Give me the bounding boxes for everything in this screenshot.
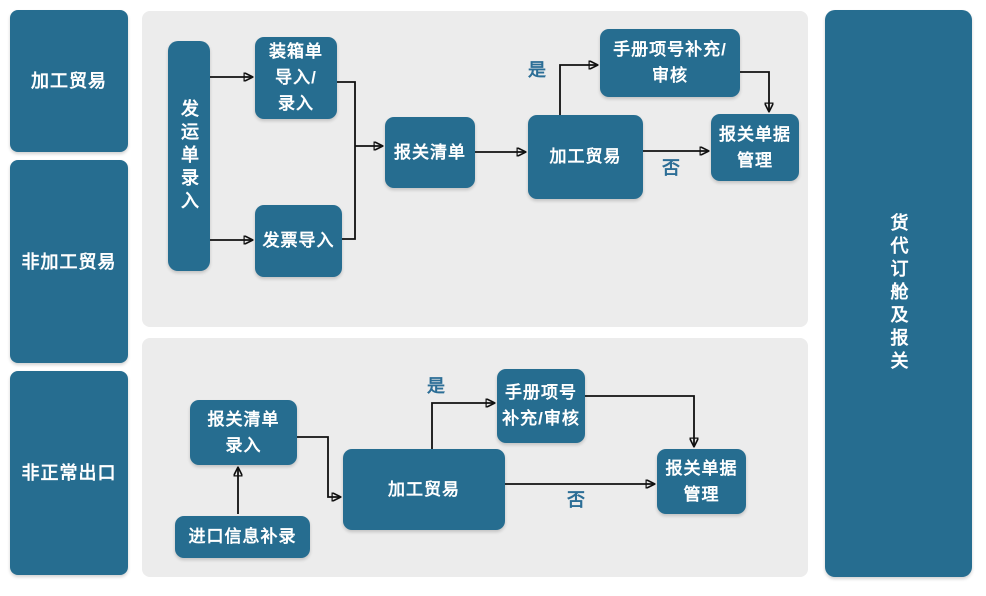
lane-label-text: 非加工贸易 — [21, 251, 117, 272]
node-import-info-supplement: 进口信息补录 — [175, 516, 310, 558]
node-text: 发运单录入 — [179, 98, 199, 214]
lane-label-text: 货代订舱及报关 — [888, 213, 909, 374]
node-text: 装箱单 导入/ 录入 — [269, 42, 323, 113]
label-yes-top: 是 — [528, 60, 546, 80]
node-text: 报关清单 — [394, 142, 466, 162]
node-packing-list-import: 装箱单 导入/ 录入 — [255, 37, 337, 119]
lane-label-text: 加工贸易 — [31, 71, 107, 91]
node-shipping-order-entry: 发运单录入 — [168, 41, 210, 271]
node-text: 手册项号 补充/审核 — [502, 383, 580, 428]
node-processing-trade-bottom: 加工贸易 — [343, 449, 505, 530]
node-text: 加工贸易 — [388, 479, 460, 499]
label-no-top: 否 — [662, 158, 680, 178]
label-no-bottom: 否 — [567, 490, 585, 510]
node-declaration-list: 报关清单 — [385, 117, 475, 188]
node-declaration-list-entry: 报关清单 录入 — [190, 400, 297, 465]
node-text: 进口信息补录 — [188, 527, 297, 546]
node-invoice-import: 发票导入 — [255, 205, 342, 277]
lane-label-abnormal-export: 非正常出口 — [10, 371, 128, 575]
node-processing-trade-top: 加工贸易 — [528, 115, 643, 199]
lane-label-non-processing-trade: 非加工贸易 — [10, 160, 128, 363]
label-yes-bottom: 是 — [427, 376, 445, 396]
lane-label-processing-trade: 加工贸易 — [10, 10, 128, 152]
node-text: 报关单据 管理 — [719, 124, 791, 170]
lane-label-freight-booking-customs: 货代订舱及报关 — [825, 10, 972, 577]
node-customs-docs-top: 报关单据 管理 — [711, 114, 799, 181]
node-text: 加工贸易 — [549, 147, 622, 166]
node-text: 手册项号补充/ 审核 — [613, 40, 727, 85]
node-text: 发票导入 — [262, 231, 335, 250]
node-text: 报关单据 管理 — [665, 458, 738, 504]
node-manual-item-supplement-top: 手册项号补充/ 审核 — [600, 29, 740, 97]
node-text: 报关清单 录入 — [207, 409, 280, 455]
node-customs-docs-bottom: 报关单据 管理 — [657, 449, 746, 514]
lane-label-text: 非正常出口 — [21, 463, 117, 483]
node-manual-item-supplement-bottom: 手册项号 补充/审核 — [497, 369, 585, 443]
